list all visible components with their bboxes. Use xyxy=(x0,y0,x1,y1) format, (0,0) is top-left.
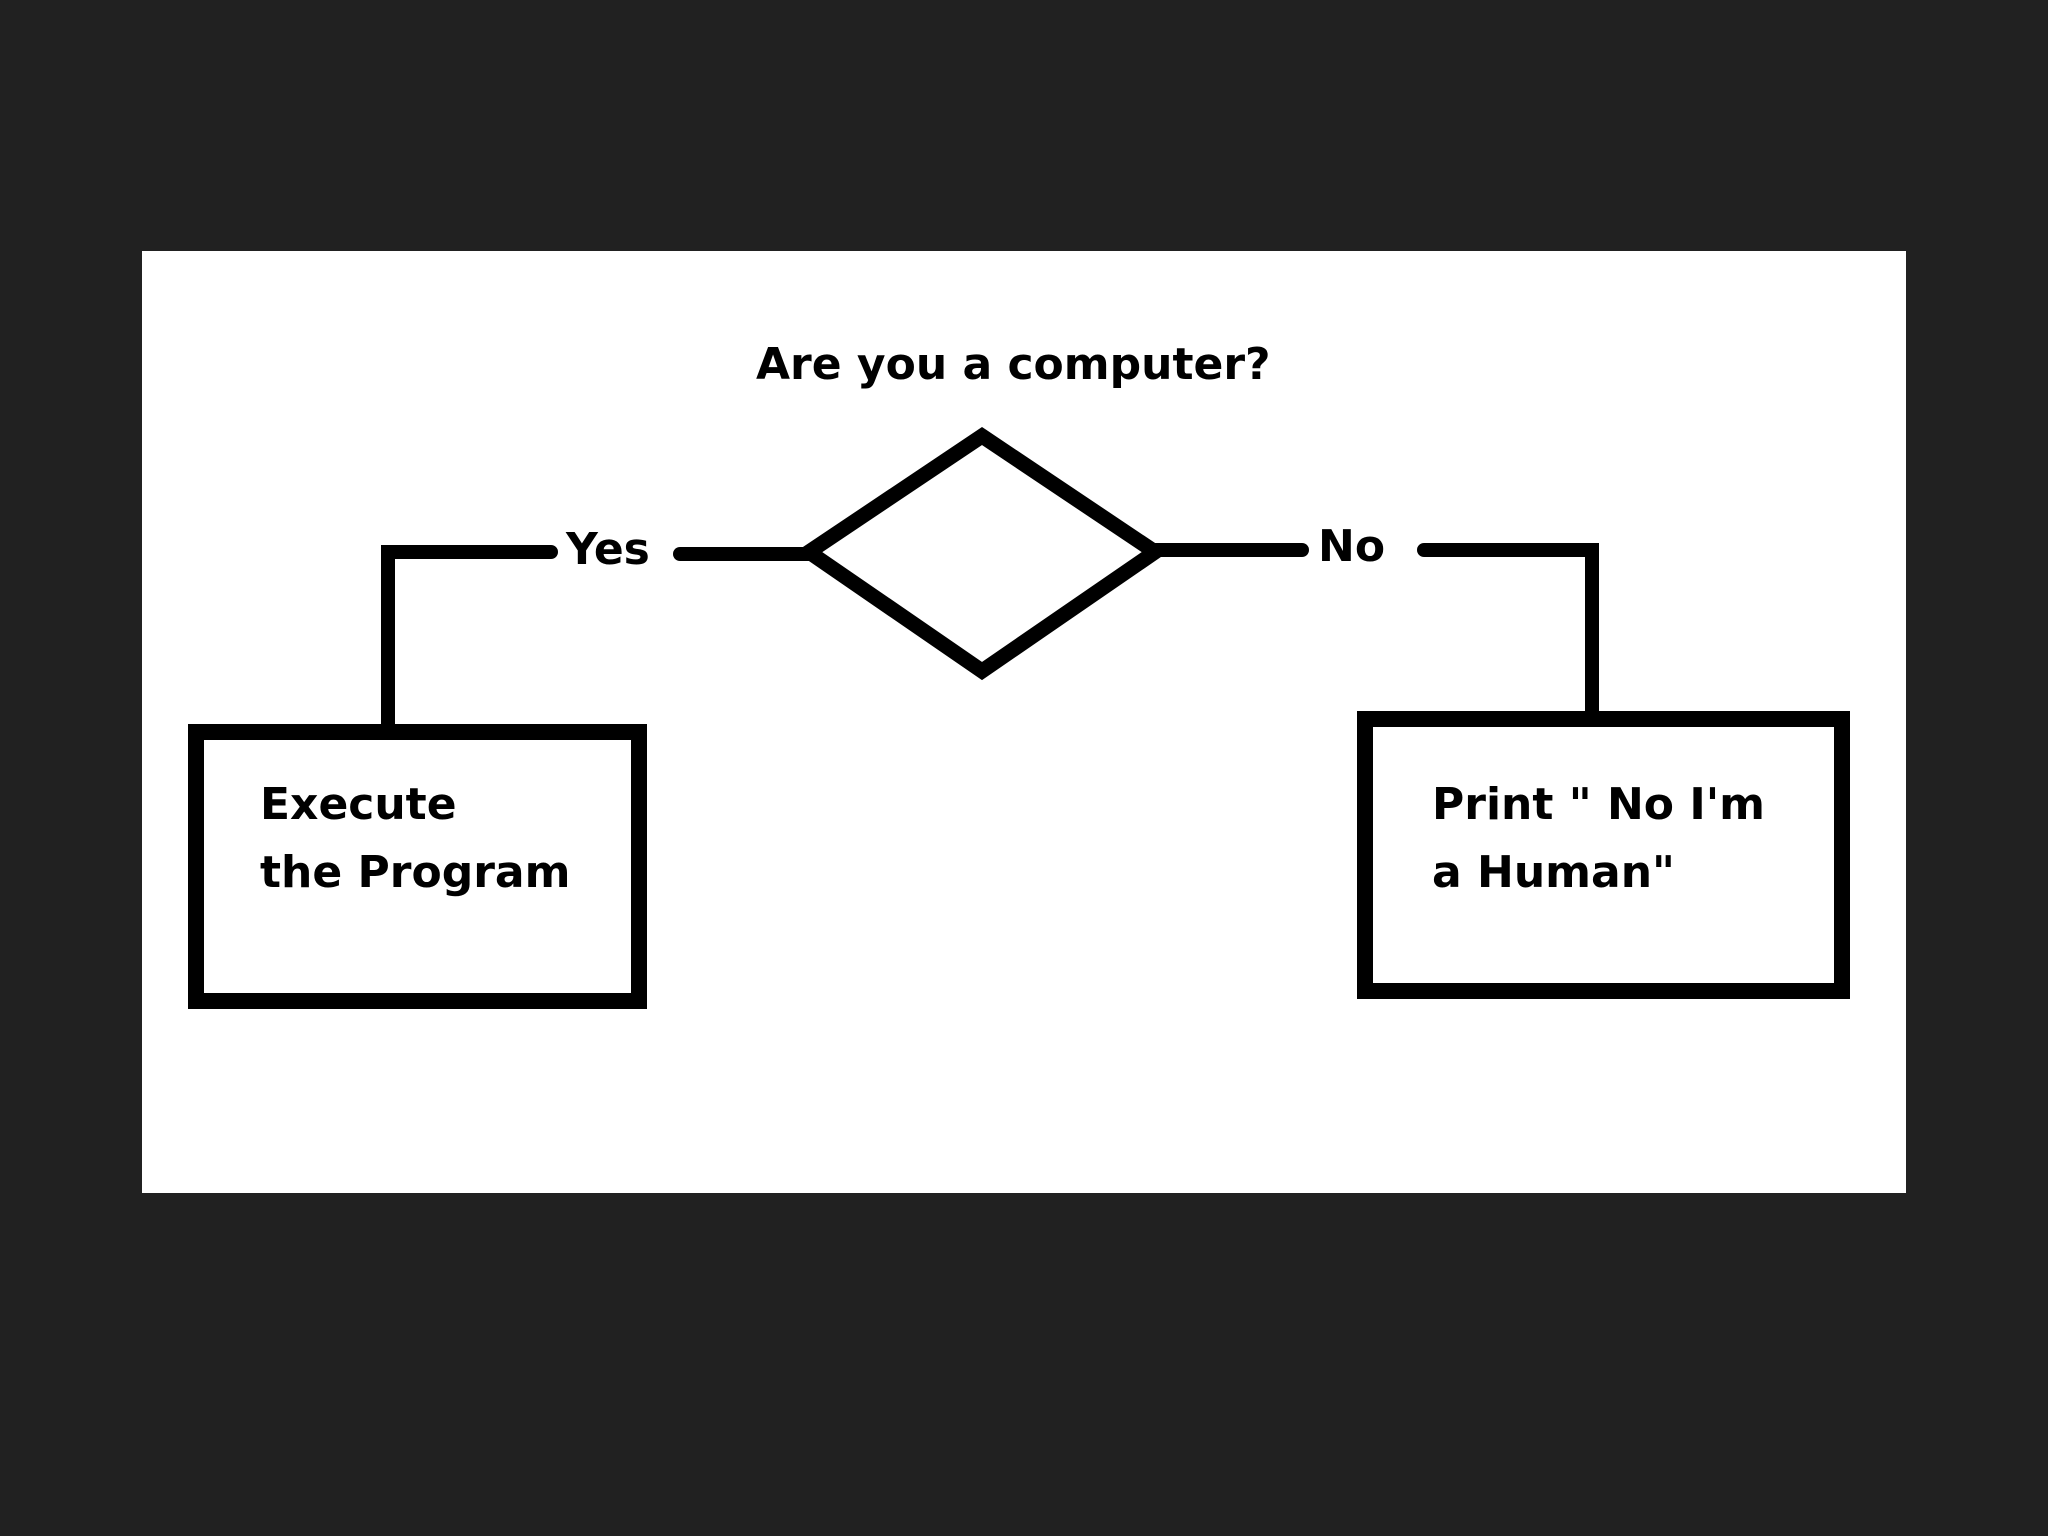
no-outcome-line-2: a Human" xyxy=(1432,847,1675,898)
yes-outcome-text: Execute the Program xyxy=(260,771,570,907)
no-outcome-line-1: Print " No I'm xyxy=(1432,779,1766,830)
no-outcome-text: Print " No I'm a Human" xyxy=(1432,771,1765,907)
yes-branch-label: Yes xyxy=(566,524,650,575)
no-branch-label: No xyxy=(1318,521,1386,572)
yes-outcome-line-2: the Program xyxy=(260,847,571,898)
yes-connector-left-segment xyxy=(381,545,558,731)
yes-outcome-line-1: Execute xyxy=(260,779,457,830)
no-outcome-box xyxy=(1357,711,1850,999)
decision-question: Are you a computer? xyxy=(756,339,1271,390)
yes-outcome-box xyxy=(188,724,647,1009)
no-connector-right-segment xyxy=(1417,543,1599,720)
flowchart-canvas: Are you a computer? Yes No Execute the P… xyxy=(142,251,1906,1193)
decision-diamond xyxy=(795,426,1169,681)
flowchart-shapes xyxy=(188,426,1850,1009)
